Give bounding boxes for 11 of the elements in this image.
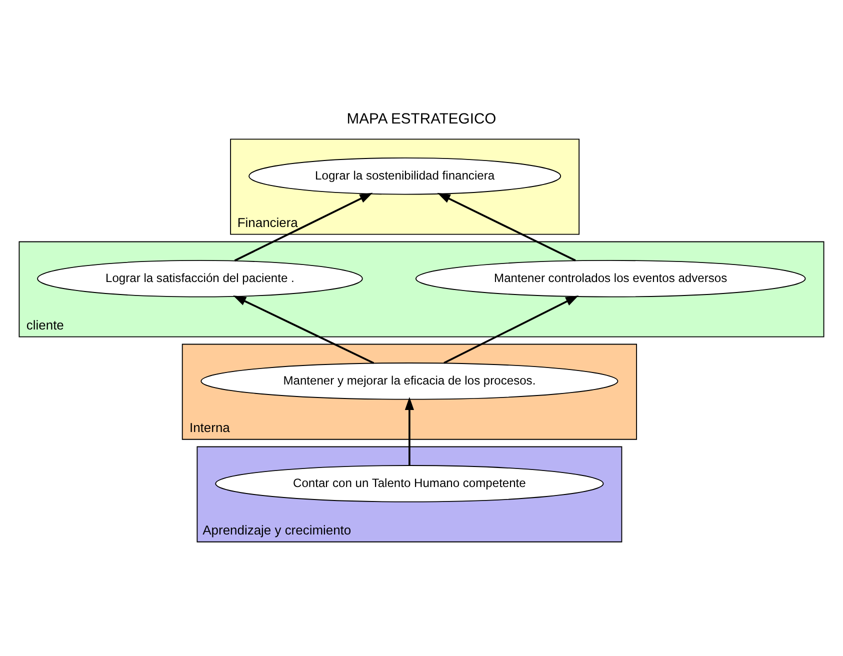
diagram-title: MAPA ESTRATEGICO xyxy=(346,110,496,127)
node-ellipse: Contar con un Talento Humano competente xyxy=(215,464,604,502)
node-ellipse: Lograr la sostenibilidad financiera xyxy=(248,156,562,194)
arrow xyxy=(437,192,576,261)
arrow xyxy=(404,396,414,465)
node-ellipse: Lograr la satisfacción del paciente . xyxy=(37,260,363,297)
arrow xyxy=(234,192,373,261)
arrow xyxy=(233,294,374,364)
arrow xyxy=(444,295,579,364)
node-ellipse: Mantener controlados los eventos adversos xyxy=(415,260,806,297)
node-ellipse: Mantener y mejorar la eficacia de los procesos. xyxy=(200,362,618,400)
